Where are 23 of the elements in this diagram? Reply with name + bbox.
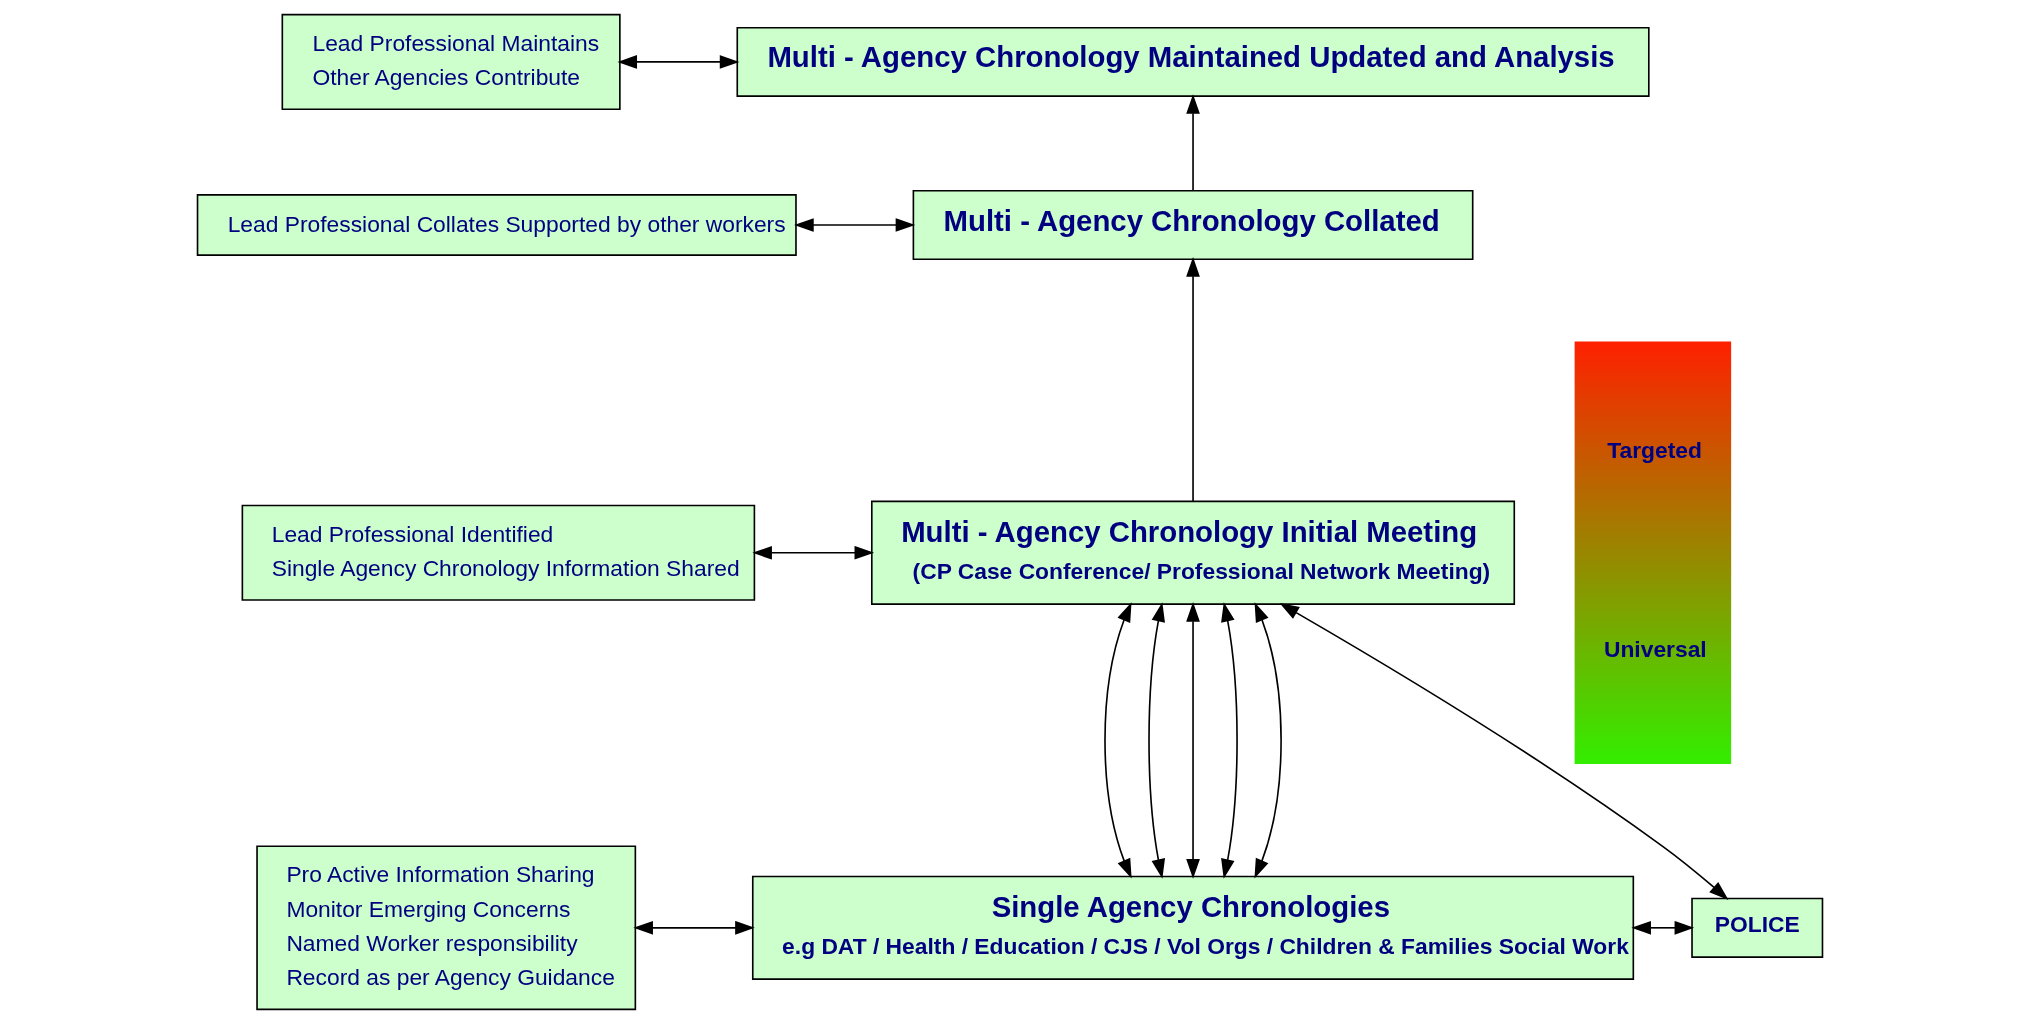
node-box: Multi - Agency Chronology Initial Meeting (CP Case Conference/ Professional Network Meeting) — [871, 500, 1516, 605]
node-box: Pro Active Information Sharing Monitor Emerging Concerns Named Worker responsibility Record as per Agency Guidance — [256, 845, 637, 1011]
arrow — [794, 218, 916, 232]
arrow — [1221, 602, 1238, 879]
arrow — [1186, 94, 1200, 192]
arrow — [1148, 602, 1165, 879]
node-box: Targeted Universal — [1573, 339, 1733, 766]
arrow — [752, 545, 875, 560]
arrow — [1186, 602, 1200, 879]
node-box: POLICE — [1691, 897, 1824, 958]
node-box: Lead Professional Identified Single Agency Chronology Information Shared — [241, 504, 756, 601]
arrow — [633, 920, 755, 935]
arrow — [1104, 602, 1132, 879]
arrow — [1254, 602, 1282, 879]
node-box: Lead Professional Maintains Other Agencies Contribute — [281, 13, 621, 111]
node-box: Lead Professional Collates Supported by other workers — [196, 194, 797, 256]
node-box: Multi - Agency Chronology Maintained Updated and Analysis — [736, 26, 1650, 97]
arrow — [617, 55, 740, 69]
arrow — [1186, 257, 1200, 503]
arrow — [1279, 603, 1729, 900]
arrow — [1631, 920, 1695, 935]
node-box: Single Agency Chronologies e.g DAT / Health / Education / CJS / Vol Orgs / Children & Families Social Work — [751, 875, 1635, 980]
node-box: Multi - Agency Chronology Collated — [912, 189, 1474, 261]
